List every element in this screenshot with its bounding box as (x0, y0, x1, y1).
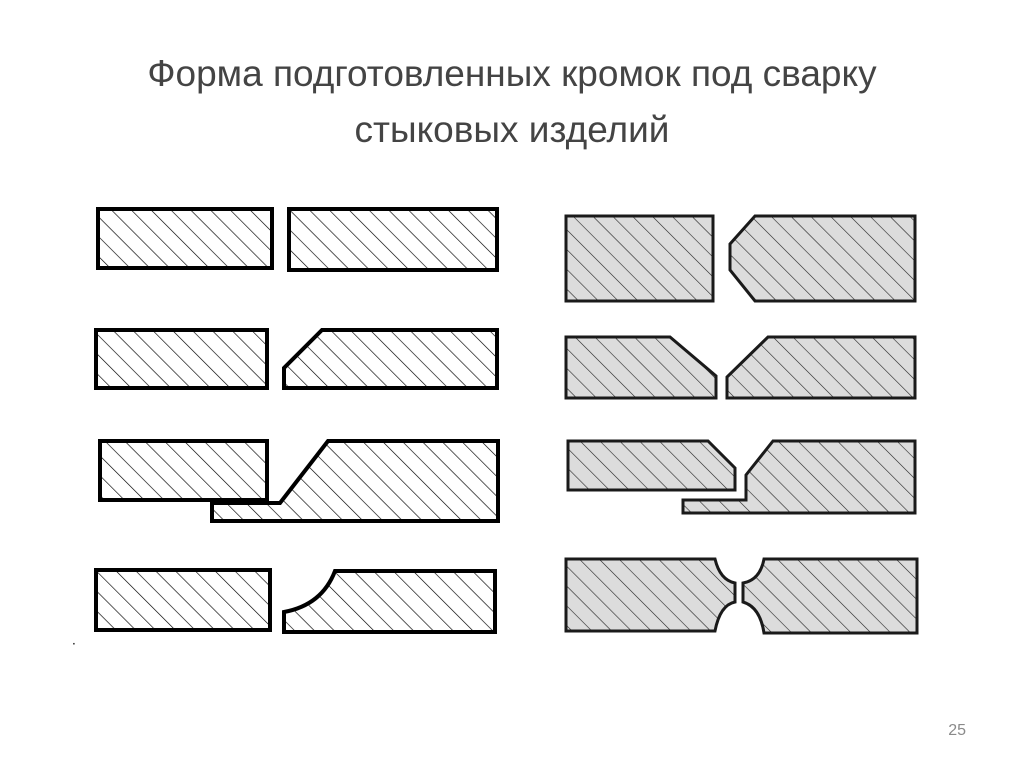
plate-left (94, 568, 272, 632)
page-number: 25 (948, 722, 966, 739)
plate-left (566, 439, 737, 492)
slide-title-line2: стыковых изделий (354, 109, 670, 150)
stray-mark: · (72, 637, 76, 651)
joint-double-u-groove (564, 557, 919, 635)
joint-single-bevel (94, 328, 499, 390)
plate-right (725, 335, 917, 400)
slide-title-line1: Форма подготовленных кромок под сварку (147, 53, 877, 94)
plate-right (741, 557, 919, 635)
joint-single-bevel-with-backing (98, 439, 500, 523)
plate-right (210, 439, 500, 523)
plate-right (681, 439, 917, 515)
plate-right (282, 569, 497, 634)
joint-v-groove (564, 335, 917, 400)
plate-left (564, 214, 715, 303)
plate-right (728, 214, 917, 303)
plate-left (564, 557, 737, 633)
joint-single-bevel-right (564, 214, 917, 303)
slide-title: Форма подготовленных кромок под сварку с… (0, 46, 1024, 158)
joint-v-groove-with-backing (566, 439, 917, 515)
plate-right (282, 328, 499, 390)
plate-left (96, 207, 274, 270)
left-panel: · (72, 207, 500, 651)
plate-right (287, 207, 499, 272)
plate-left (98, 439, 269, 502)
plate-left (94, 328, 269, 390)
joint-single-j (94, 568, 497, 634)
right-panel (564, 214, 919, 635)
joint-square-butt (96, 207, 499, 272)
plate-left (564, 335, 718, 400)
